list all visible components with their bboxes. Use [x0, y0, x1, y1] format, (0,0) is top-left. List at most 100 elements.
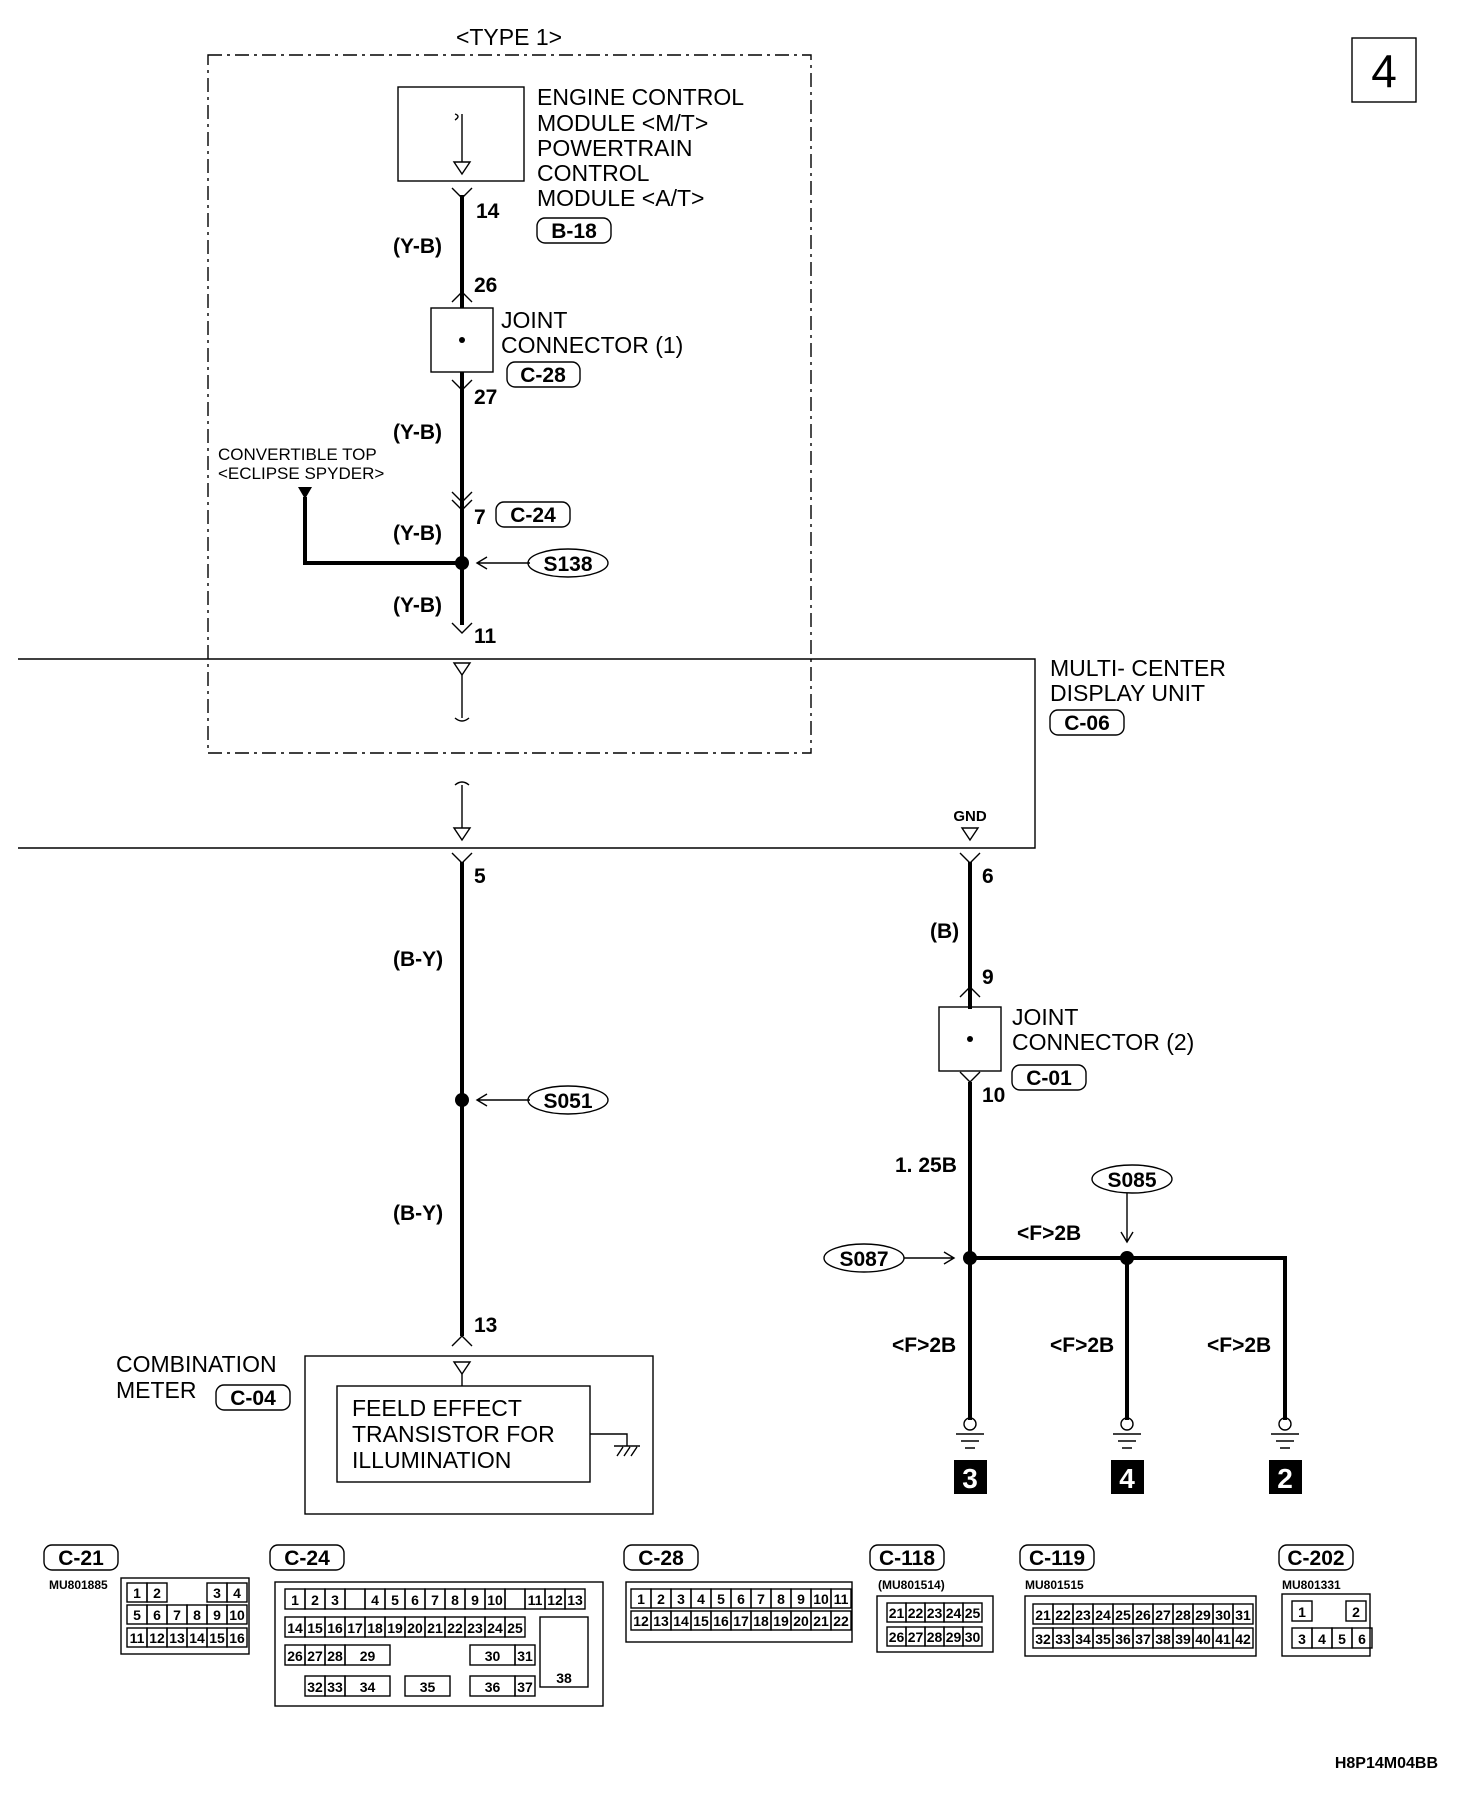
wire-color-f2b-bus: <F>2B — [1017, 1222, 1081, 1245]
pin-number: 21 — [427, 1620, 443, 1636]
pin-number: 18 — [753, 1613, 769, 1629]
pin-number: 35 — [1095, 1631, 1111, 1647]
pin-cell — [1291, 1600, 1313, 1622]
pin-number: 21 — [813, 1613, 829, 1629]
pin-26: 26 — [474, 274, 497, 297]
pin-cell — [404, 1675, 451, 1697]
ground-point-3: 3 — [954, 1460, 987, 1494]
pin-number: 13 — [653, 1613, 669, 1629]
pin-number: 19 — [387, 1620, 403, 1636]
s051-tag — [527, 1085, 609, 1115]
pin-number: 36 — [1115, 1631, 1131, 1647]
pin-number: 19 — [773, 1613, 789, 1629]
ecm-arrow-icon — [452, 161, 472, 176]
pin-27: 27 — [474, 386, 497, 409]
pin-number: 23 — [1075, 1607, 1091, 1623]
pin-cell — [226, 1582, 248, 1603]
pin-cell — [344, 1675, 391, 1697]
pin-number: 30 — [1215, 1607, 1231, 1623]
convertible-arrow-icon — [298, 487, 312, 499]
pin-number: 15 — [209, 1630, 225, 1646]
splice-s087-dot — [963, 1251, 977, 1265]
pin-number: 3 — [677, 1591, 685, 1607]
mcdu-box — [18, 658, 1036, 849]
page-number-box: 4 — [1351, 37, 1417, 103]
pin-number: 7 — [431, 1592, 439, 1608]
pin-number: 17 — [347, 1620, 363, 1636]
svg-text:3: 3 — [962, 1463, 978, 1494]
pin-number: 20 — [407, 1620, 423, 1636]
pin-6: 6 — [982, 865, 994, 888]
pin-number: 15 — [307, 1620, 323, 1636]
pin-number: 38 — [556, 1670, 572, 1686]
pin-number: 16 — [229, 1630, 245, 1646]
pin-number: 7 — [757, 1591, 765, 1607]
pin-number: 10 — [487, 1592, 503, 1608]
pin-number: 41 — [1215, 1631, 1231, 1647]
pin-number: 1 — [1298, 1604, 1306, 1620]
pin-number: 17 — [733, 1613, 749, 1629]
pin-cell — [344, 1644, 391, 1666]
pin-number: 37 — [1135, 1631, 1151, 1647]
wire-color-f2b-3: <F>2B — [1207, 1334, 1271, 1357]
pin-number: 27 — [307, 1648, 323, 1664]
pin-cell — [962, 1626, 983, 1647]
s138-tag — [527, 548, 609, 578]
pin-number: 8 — [193, 1607, 201, 1623]
pin-number: 24 — [487, 1620, 503, 1636]
pin-number: 24 — [946, 1605, 962, 1621]
joint-connector-2-box — [938, 1006, 1002, 1072]
fet-label-2: TRANSISTOR FOR — [352, 1421, 555, 1447]
figure-code: H8P14M04BB — [1335, 1755, 1438, 1772]
svg-text:C-24: C-24 — [284, 1547, 330, 1570]
pin-number: 25 — [965, 1605, 981, 1621]
pin-cell — [514, 1675, 536, 1697]
pin-number: 26 — [889, 1629, 905, 1645]
pin-number: 3 — [1298, 1631, 1306, 1647]
pin-number: 6 — [411, 1592, 419, 1608]
svg-text:C-119: C-119 — [1029, 1547, 1085, 1570]
c06-label: C-06 — [1064, 712, 1110, 735]
pin-number: 29 — [360, 1648, 376, 1664]
pin-cell — [539, 1616, 589, 1688]
pin-cell — [344, 1588, 366, 1610]
ecm-box — [397, 86, 525, 182]
ground-point-4: 4 — [1111, 1460, 1144, 1494]
pin-number: 8 — [777, 1591, 785, 1607]
pin-7: 7 — [474, 506, 486, 529]
pin-number: 15 — [693, 1613, 709, 1629]
pin-number: 12 — [149, 1630, 165, 1646]
pin-number: 28 — [327, 1648, 343, 1664]
joint1-label-2: CONNECTOR (1) — [501, 332, 683, 358]
joint2-label-1: JOINT — [1012, 1004, 1078, 1030]
ecm-label-5: MODULE <A/T> — [537, 185, 704, 211]
wire-color-b: (B) — [930, 920, 959, 943]
pin-number: 39 — [1175, 1631, 1191, 1647]
ground-point-2: 2 — [1269, 1460, 1302, 1494]
pin-number: 29 — [946, 1629, 962, 1645]
pin-number: 31 — [517, 1648, 533, 1664]
pin-number: 4 — [233, 1585, 241, 1601]
pin-number: 25 — [507, 1620, 523, 1636]
c04-label: C-04 — [230, 1387, 276, 1410]
pin-number: 1 — [133, 1585, 141, 1601]
pin-11: 11 — [474, 625, 497, 648]
pin-number: 3 — [213, 1585, 221, 1601]
ground-symbol-icon — [1113, 1417, 1141, 1449]
pin-number: 34 — [360, 1679, 376, 1695]
pin-number: 11 — [834, 1591, 849, 1607]
pin-number: 7 — [173, 1607, 181, 1623]
pin-14: 14 — [476, 200, 500, 223]
pin-number: 21 — [889, 1605, 905, 1621]
gnd-label: GND — [953, 808, 987, 825]
pin-number: 26 — [287, 1648, 303, 1664]
pin-number: 29 — [1195, 1607, 1211, 1623]
pin-5: 5 — [474, 865, 486, 888]
pin-number: 30 — [485, 1648, 501, 1664]
svg-text:MU801331: MU801331 — [1282, 1578, 1341, 1592]
ground-symbol-icon — [956, 1417, 984, 1449]
pin-number: 31 — [1235, 1607, 1251, 1623]
